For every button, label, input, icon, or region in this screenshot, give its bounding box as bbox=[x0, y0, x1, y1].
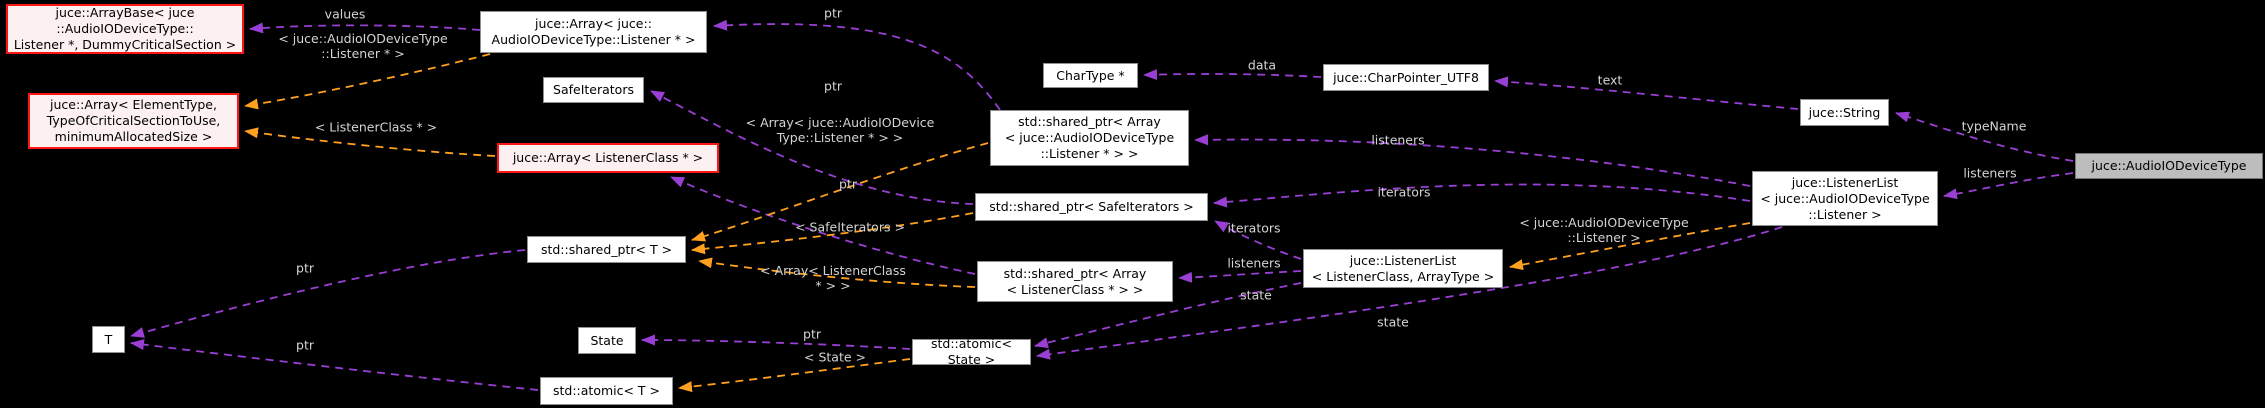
edge-ptr-sharedptrarray-to-array bbox=[713, 19, 1001, 111]
edge-ptr-sharedptr-to-safeiterators bbox=[650, 90, 974, 205]
node-juce-array-listenerclass[interactable]: juce::Array< ListenerClass * > bbox=[497, 143, 719, 173]
edge-label-tmpl-listener: < juce::AudioIODeviceType ::Listener > bbox=[1519, 215, 1689, 245]
edge-label-listeners-generic: listeners bbox=[1227, 255, 1281, 271]
edge-label-tmpl-state: < State > bbox=[804, 349, 866, 365]
edge-data bbox=[1143, 69, 1322, 81]
node-shared-ptr-t[interactable]: std::shared_ptr< T > bbox=[527, 236, 686, 263]
edge-label-state-generic: state bbox=[1240, 287, 1272, 303]
edge-label-data: data bbox=[1247, 57, 1277, 73]
node-juce-listenerlist-audioiodevicetype-listener[interactable]: juce::ListenerList < juce::AudioIODevice… bbox=[1752, 171, 1938, 226]
edge-label-ptr-6: ptr bbox=[803, 326, 821, 342]
edge-label-state-audio: state bbox=[1377, 314, 1409, 330]
edge-listeners-audio bbox=[1194, 134, 1751, 187]
node-juce-arraybase[interactable]: juce::ArrayBase< juce ::AudioIODeviceTyp… bbox=[6, 4, 244, 54]
edge-label-values: values bbox=[324, 6, 366, 22]
edge-values bbox=[249, 22, 481, 34]
node-juce-array-generic[interactable]: juce::Array< ElementType, TypeOfCritical… bbox=[28, 93, 239, 149]
node-safeiterators[interactable]: SafeIterators bbox=[543, 77, 644, 103]
node-t[interactable]: T bbox=[92, 326, 125, 353]
edge-label-ptr-2: ptr bbox=[824, 78, 842, 94]
edge-iterators-generic bbox=[1214, 220, 1302, 260]
edge-listeners-main bbox=[1943, 172, 2074, 200]
edge-tmpl-sharedptrsafeiterators-to-sharedptrt bbox=[691, 212, 974, 255]
edge-listeners-generic bbox=[1178, 270, 1302, 283]
edge-label-tmpl-array-listenerclass: < Array< ListenerClass * > > bbox=[760, 263, 906, 293]
edge-tmpl-listenerlistaudio-to-generic bbox=[1509, 222, 1751, 271]
edge-ptr-sharedptr-to-arraylistenerclass bbox=[670, 176, 976, 275]
edge-label-listeners-audio: listeners bbox=[1371, 132, 1425, 148]
node-shared-ptr-safeiterators[interactable]: std::shared_ptr< SafeIterators > bbox=[975, 193, 1208, 221]
node-juce-array-audioiodevicetype-listener[interactable]: juce::Array< juce:: AudioIODeviceType::L… bbox=[480, 11, 707, 53]
edge-tmpl-atomicstate-to-atomict bbox=[678, 358, 911, 393]
edge-tmpl-arraylistener-to-generic bbox=[244, 53, 491, 110]
node-juce-listenerlist-generic[interactable]: juce::ListenerList < ListenerClass, Arra… bbox=[1303, 249, 1503, 288]
node-juce-charpointer-utf8[interactable]: juce::CharPointer_UTF8 bbox=[1323, 64, 1489, 91]
edge-label-ptr-1: ptr bbox=[824, 5, 842, 21]
edge-tmpl-arraylistenerclass-to-generic bbox=[244, 127, 496, 157]
edge-state-generic bbox=[1034, 282, 1302, 349]
edge-iterators-audio bbox=[1213, 183, 1751, 208]
node-atomic-state[interactable]: std::atomic< State > bbox=[912, 336, 1031, 367]
node-shared-ptr-array-audioiodevicetype-listener[interactable]: std::shared_ptr< Array < juce::AudioIODe… bbox=[990, 110, 1189, 166]
node-atomic-t[interactable]: std::atomic< T > bbox=[540, 377, 673, 405]
edge-label-typename: typeName bbox=[1961, 118, 2027, 134]
edge-ptr-sharedptrt-to-t bbox=[130, 249, 526, 338]
edge-label-text: text bbox=[1597, 72, 1623, 88]
edge-label-tmpl-array-audio: < Array< juce::AudioIODevice Type::Liste… bbox=[745, 115, 935, 145]
edge-tmpl-sharedptrarraylistenerclass-to-sharedptrt bbox=[698, 257, 976, 288]
node-juce-string[interactable]: juce::String bbox=[1800, 99, 1889, 126]
edge-label-iterators-generic: iterators bbox=[1227, 220, 1281, 236]
edge-label-ptr-5: ptr bbox=[296, 337, 314, 353]
node-state[interactable]: State bbox=[578, 327, 636, 354]
node-shared-ptr-array-listenerclass[interactable]: std::shared_ptr< Array < ListenerClass *… bbox=[977, 261, 1173, 302]
node-juce-audioiodevicetype[interactable]: juce::AudioIODeviceType bbox=[2075, 153, 2263, 179]
node-chartype-ptr[interactable]: CharType * bbox=[1043, 63, 1138, 88]
edge-label-iterators-audio: iterators bbox=[1377, 184, 1431, 200]
edge-ptr-atomict-to-t bbox=[130, 339, 539, 391]
edge-label-tmpl-audio-listener-ptr: < juce::AudioIODeviceType ::Listener * > bbox=[278, 31, 448, 61]
edge-label-ptr-4: ptr bbox=[296, 260, 314, 276]
edge-label-tmpl-safeiterators: < SafeIterators > bbox=[795, 219, 905, 235]
edge-label-tmpl-listenerclass-ptr: < ListenerClass * > bbox=[314, 119, 438, 135]
edge-label-listeners-main: listeners bbox=[1963, 165, 2017, 181]
edge-text bbox=[1494, 76, 1799, 110]
edge-label-ptr-3: ptr bbox=[839, 176, 857, 192]
edge-state-audio bbox=[1036, 226, 1783, 360]
edge-ptr-atomicstate-to-state bbox=[641, 334, 911, 350]
